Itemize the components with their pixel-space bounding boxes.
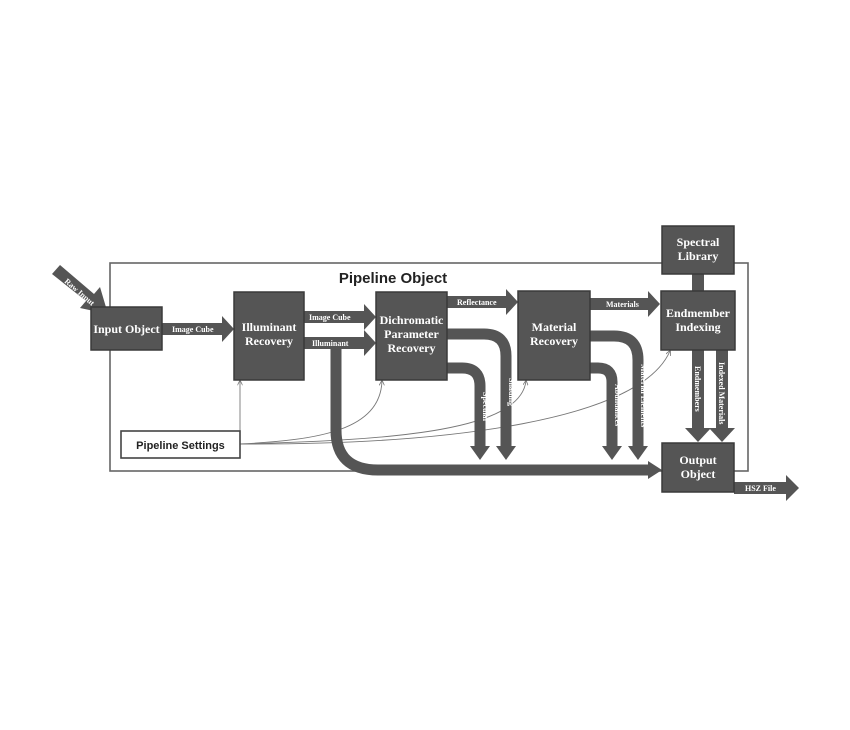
- material-elements-arrow: Material Elements: [590, 330, 648, 460]
- image-cube-label-2: Image Cube: [309, 313, 351, 322]
- reflectance-arrow: Reflectance: [447, 289, 518, 315]
- materials-arrow: Materials: [590, 291, 660, 317]
- indexed-materials-arrow: Indexed Materials: [709, 350, 735, 442]
- material-recovery-text-2: Recovery: [530, 334, 578, 348]
- illuminant-recovery-text-2: Recovery: [245, 334, 293, 348]
- endmembers-label: Endmembers: [693, 366, 702, 412]
- illuminant-recovery-text-1: Illuminant: [242, 320, 297, 334]
- endmember-indexing-text-1: Endmember: [666, 306, 731, 320]
- spectral-library-text-1: Spectral: [677, 235, 720, 249]
- abundances-label: Abundances: [613, 384, 622, 426]
- indexed-materials-label: Indexed Materials: [717, 362, 726, 424]
- pipeline-settings-node: Pipeline Settings: [120, 430, 241, 459]
- input-object-text: Input Object: [93, 322, 159, 336]
- svg-text:Input Object: Input Object: [93, 322, 159, 336]
- dichromatic-text-2: Parameter: [384, 327, 439, 341]
- material-elements-label: Material Elements: [639, 364, 648, 427]
- output-object-text-1: Output: [679, 453, 716, 467]
- pipeline-title: Pipeline Object: [339, 270, 447, 287]
- dichromatic-text-3: Recovery: [388, 341, 436, 355]
- reflectance-label: Reflectance: [457, 298, 497, 307]
- image-cube-label-1: Image Cube: [172, 325, 214, 334]
- dichromatic-text-1: Dichromatic: [380, 313, 444, 327]
- spectral-library-text-2: Library: [678, 249, 719, 263]
- image-cube-arrow-1: Image Cube: [162, 316, 234, 342]
- endmembers-arrow: Endmembers: [685, 350, 711, 442]
- hsz-file-label: HSZ File: [745, 484, 776, 493]
- image-cube-arrow-2: Image Cube: [304, 304, 376, 330]
- shading-label: Shading: [507, 378, 516, 406]
- hsz-file-arrow: HSZ File: [734, 475, 799, 501]
- endmember-indexing-text-2: Indexing: [675, 320, 720, 334]
- output-object-text-2: Object: [681, 467, 716, 481]
- material-recovery-text-1: Material: [532, 320, 577, 334]
- specular-arrow: Specular: [447, 362, 490, 460]
- shading-arrow: Shading: [447, 328, 516, 460]
- materials-label: Materials: [606, 300, 639, 309]
- input-object-node: Input Object: [90, 306, 163, 351]
- library-link: [692, 274, 704, 292]
- illuminant-label: Illuminant: [312, 339, 349, 348]
- specular-label: Specular: [481, 392, 490, 423]
- abundances-arrow: Abundances: [590, 362, 622, 460]
- settings-links: [240, 351, 670, 445]
- illuminant-arrow: Illuminant: [304, 330, 662, 479]
- pipeline-settings-text: Pipeline Settings: [136, 440, 225, 452]
